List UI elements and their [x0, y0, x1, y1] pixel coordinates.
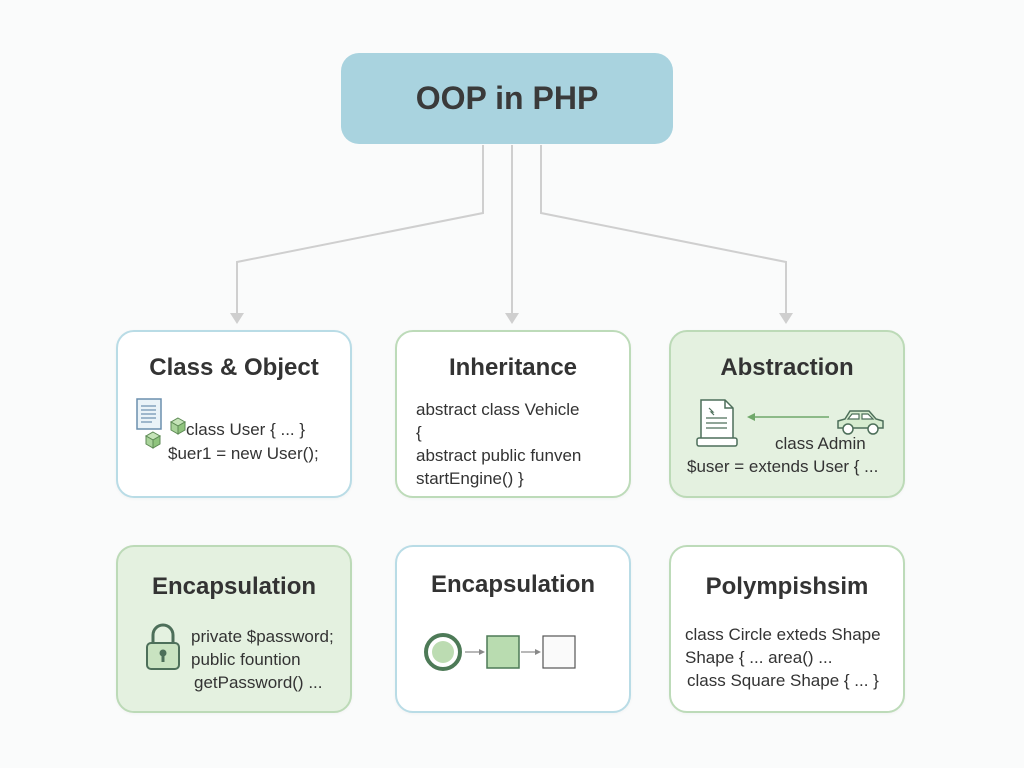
card-title: Encapsulation: [430, 571, 596, 598]
card-encapsulation-shapes: Encapsulation: [395, 545, 631, 713]
code-line: $uer1 = new User();: [168, 444, 319, 463]
car-icon: [837, 410, 884, 435]
code-line: private $password;: [191, 627, 334, 646]
code-line: {: [416, 423, 422, 442]
connector-right: [540, 145, 787, 315]
card-title: Abstraction: [720, 354, 854, 381]
arrowhead-left: [230, 313, 244, 324]
card-title: Inheritance: [448, 354, 578, 381]
connector-left: [236, 145, 484, 315]
card-inheritance: Inheritance abstract class Vehicle { abs…: [395, 330, 631, 498]
circle-icon: [424, 633, 462, 671]
code-line: class Admin: [775, 434, 866, 453]
encapsulation-flow: [424, 633, 576, 671]
code-line: class Circle exteds Shape: [685, 625, 881, 644]
code-line: $user = extends User { ...: [687, 457, 879, 476]
square-icon: [486, 635, 520, 669]
root-label: OOP in PHP: [415, 80, 599, 116]
code-line: getPassword() ...: [194, 673, 323, 692]
document-icon: [136, 398, 162, 430]
root-node: OOP in PHP: [341, 53, 673, 144]
code-line: startEngine() }: [416, 469, 524, 488]
code-line: Shape { ... area() ...: [685, 648, 833, 667]
code-line: class User { ... }: [186, 420, 306, 439]
arrow-right-icon: [521, 649, 541, 655]
arrow-right-icon: [465, 649, 485, 655]
code-line: abstract class Vehicle: [416, 400, 580, 419]
card-polymorphism: Polympishsim class Circle exteds Shape S…: [669, 545, 905, 713]
card-encapsulation: Encapsulation private $password; public …: [116, 545, 352, 713]
code-line: public fountion: [191, 650, 301, 669]
card-title: Class & Object: [149, 354, 319, 381]
code-line: class Square Shape { ... }: [687, 671, 879, 690]
card-title: Polympishsim: [705, 573, 869, 600]
card-abstraction: Abstraction class Admin $user = extends …: [669, 330, 905, 498]
document-icon: [696, 399, 738, 447]
card-class-object: Class & Object class User { ... } $uer1 …: [116, 330, 352, 498]
arrowhead-right: [779, 313, 793, 324]
cube-icon: [144, 417, 186, 449]
square-icon: [542, 635, 576, 669]
arrow-left-icon: [747, 413, 829, 421]
arrowhead-center: [505, 313, 519, 324]
code-line: abstract public funven: [416, 446, 582, 465]
card-title: Encapsulation: [151, 573, 317, 600]
lock-icon: [146, 623, 180, 670]
